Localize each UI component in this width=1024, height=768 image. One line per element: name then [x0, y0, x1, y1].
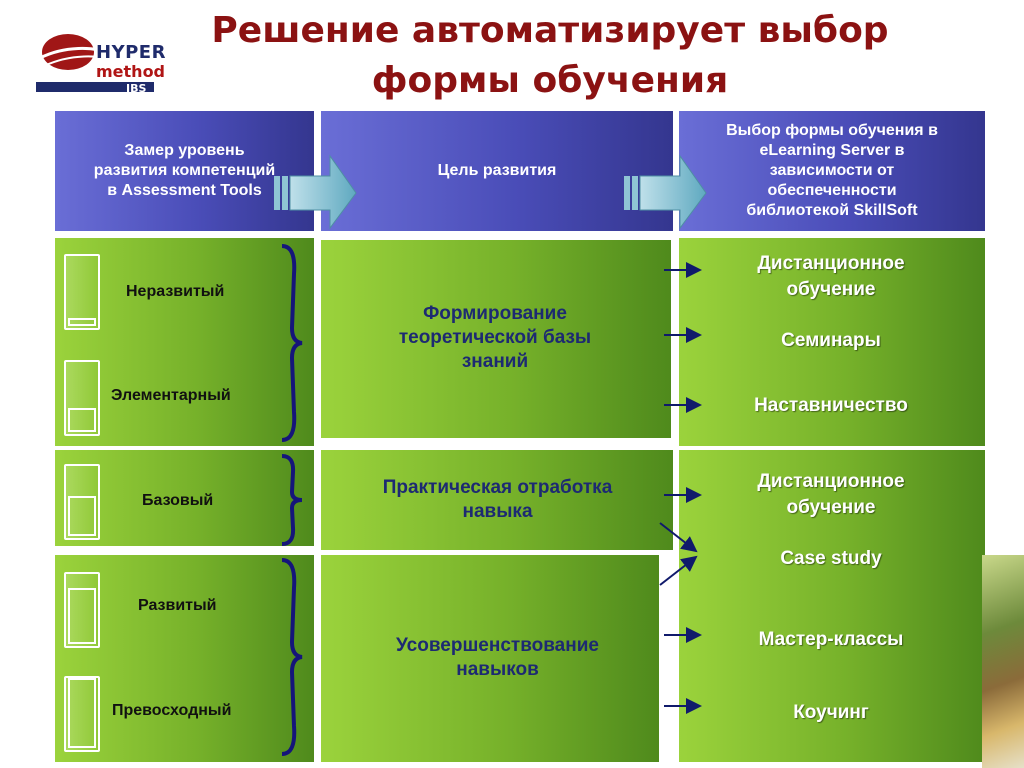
header-form: Выбор формы обучения в eLearning Server … — [679, 111, 985, 231]
form-label: Case study — [780, 548, 882, 569]
goal-cell-1 — [321, 240, 671, 438]
connector-arrows — [659, 262, 702, 714]
form-cell-2 — [679, 450, 985, 762]
level-label: Элементарный — [111, 387, 231, 404]
slide-title: Решение автоматизирует выбор формы обуче… — [180, 6, 920, 106]
form-label: Семинары — [781, 330, 881, 351]
level-gauge-icon — [64, 254, 100, 330]
arrow-right-icon — [624, 154, 707, 230]
curly-brace-icon — [281, 558, 303, 756]
title-line-1: Решение автоматизирует выбор — [211, 10, 889, 51]
form-label: Дистанционное обучение — [757, 471, 905, 518]
header-goal: Цель развития — [321, 111, 673, 231]
header-assessment: Замер уровень развития компетенций в Ass… — [55, 111, 314, 231]
header-goal-label: Цель развития — [437, 162, 557, 179]
logo-word-1: HYPER — [96, 42, 166, 63]
level-label: Базовый — [142, 492, 214, 509]
small-arrow-icon — [659, 555, 698, 586]
goal-label: Практическая отработка навыка — [382, 477, 613, 522]
form-label: Коучинг — [793, 702, 869, 723]
goal-cell-3 — [321, 555, 659, 762]
logo-word-2: method — [96, 62, 166, 81]
logo-word-3: IBS — [126, 82, 147, 95]
form-label: Наставничество — [754, 395, 908, 416]
curly-brace-icon — [281, 454, 303, 546]
goal-label: Формирование теоретической базы знаний — [398, 303, 592, 372]
form-cell-1 — [679, 238, 985, 446]
form-label: Дистанционное обучение — [757, 253, 905, 300]
title-line-2: формы обучения — [371, 60, 729, 101]
arrow-right-icon — [274, 154, 357, 230]
curly-brace-icon — [281, 244, 303, 442]
header-form-label: Выбор формы обучения в eLearning Server … — [726, 122, 938, 219]
logo-swoosh-icon — [36, 34, 154, 92]
level-gauge-icon — [64, 464, 100, 540]
level-label: Развитый — [138, 597, 217, 614]
logo: HYPER method IBS — [34, 28, 174, 100]
form-label: Мастер-классы — [758, 629, 904, 650]
level-label: Превосходный — [112, 702, 232, 719]
decorative-photo — [982, 555, 1024, 768]
goal-cell-2 — [321, 450, 673, 550]
level-gauge-icon — [64, 360, 100, 436]
level-gauge-icon — [64, 676, 100, 752]
goal-label: Усовершенствование навыков — [396, 635, 599, 680]
small-arrow-icon — [659, 522, 698, 553]
level-gauge-icon — [64, 572, 100, 648]
header-assessment-label: Замер уровень развития компетенций в Ass… — [93, 142, 276, 199]
level-label: Неразвитый — [126, 283, 225, 300]
